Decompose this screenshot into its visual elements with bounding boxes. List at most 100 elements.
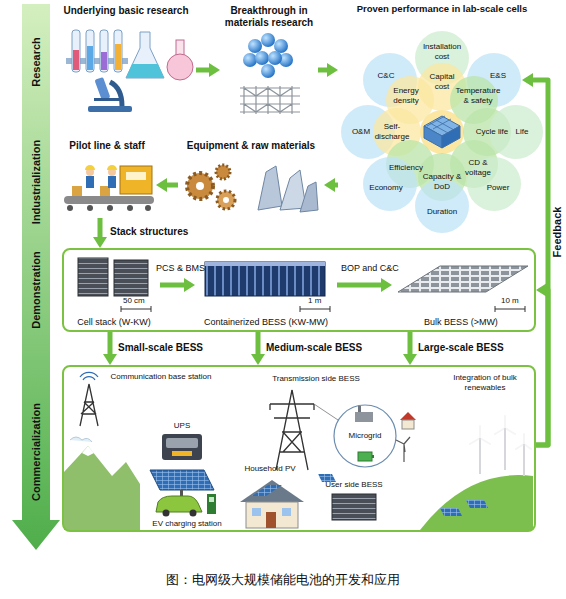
cell-stack-part: [121, 306, 151, 312]
node-label: Household PV: [244, 464, 295, 474]
microgrid-icons-part: [372, 455, 374, 458]
ev-charging-part: [156, 496, 202, 512]
microgrid-icons-part: [400, 412, 416, 420]
material-molecules-part: [248, 39, 262, 53]
flow-arrow: [98, 218, 103, 237]
node-label: Breakthrough in materials research: [220, 5, 318, 29]
microgrid-circle: Microgrid: [333, 404, 397, 468]
equipment-materials-part: [300, 182, 318, 212]
pilot-line-part: [127, 205, 133, 211]
flow-arrow: [196, 68, 209, 73]
node-label: Cell stack (W-KW): [77, 317, 150, 328]
circle-label: Temperature & safety: [453, 86, 503, 106]
renewables-hill-part: [440, 508, 462, 516]
transmission-tower-part: [314, 404, 338, 420]
equipment-materials-part: [196, 182, 204, 190]
stage-label: Research: [30, 37, 43, 87]
ups-case: [162, 434, 202, 460]
lab-equipment-part: [110, 82, 122, 106]
microgrid-icons-part: [402, 420, 414, 429]
industrial-stage: Equipment & raw materials: [178, 140, 324, 218]
node-label: Integration of bulk renewables: [438, 373, 532, 393]
renewables-hill-part: [466, 500, 488, 508]
pilot-line-part: [86, 176, 94, 188]
node-label: UPS: [174, 421, 190, 431]
lab-equipment-part: [101, 52, 107, 70]
arrow-label: Small-scale BESS: [118, 342, 203, 354]
pilot-line-part: [108, 176, 116, 188]
flow-arrow: [337, 283, 381, 288]
material-molecules-part: [243, 53, 257, 67]
lab-equipment-part: [73, 50, 79, 70]
pilot-line-part: [107, 205, 113, 211]
node-label: Proven performance in lab-scale cells: [357, 3, 528, 15]
battery-cell-array-part: [442, 126, 460, 148]
cell-stack-part: [114, 260, 148, 296]
application-item: UPS: [162, 420, 202, 432]
node-label: Equipment & raw materials: [187, 140, 315, 152]
household-pv-part: [282, 508, 291, 516]
ev-charging-part: [163, 510, 170, 517]
circle-label: Economy: [369, 183, 402, 193]
stage-label: Demonstration: [30, 251, 43, 329]
arrow-label: Stack structures: [110, 226, 188, 238]
equipment-materials: [187, 165, 318, 212]
application-item: EV charging station: [144, 517, 230, 530]
lab-equipment-part: [100, 30, 108, 72]
arrow-label: Medium-scale BESS: [266, 342, 362, 354]
flow-arrow: [160, 283, 184, 288]
lab-equipment-part: [72, 30, 80, 72]
figure-caption: 图：电网级大规模储能电池的开发和应用: [0, 572, 566, 588]
circle-label: CD & voltage: [460, 158, 496, 178]
node-label: EV charging station: [152, 519, 221, 529]
pilot-line-part: [67, 205, 73, 211]
node-label: User side BESS: [325, 480, 382, 490]
circle-shape: [489, 105, 543, 159]
household-pv-part: [252, 485, 282, 496]
material-molecules-part: [261, 33, 275, 47]
application-item: Household PV: [236, 462, 304, 475]
renewables-hill: [420, 416, 533, 530]
equipment-materials-part: [216, 165, 230, 179]
container-bess-part: [205, 262, 325, 266]
research-stage: Underlying basic research: [56, 5, 196, 115]
communication-tower-part: [80, 372, 98, 380]
material-molecules-part: [255, 51, 269, 65]
mountains-part: [82, 446, 94, 456]
bulk-bess-part: [398, 266, 528, 292]
material-molecules-part: [240, 86, 300, 114]
circle-shape: [415, 179, 469, 233]
container-bess-part: [300, 306, 330, 312]
circle-label: Duration: [427, 207, 457, 217]
transmission-tower-part: [270, 390, 314, 470]
mountains-part: [64, 446, 140, 530]
scale-label: 1 m: [308, 296, 321, 306]
equipment-materials-part: [223, 197, 229, 203]
node-label: Pilot line & staff: [69, 140, 145, 152]
circle-label: C&C: [378, 71, 395, 81]
arrow-label: Feedback: [551, 207, 564, 258]
renewables-hill-part: [420, 475, 533, 530]
communication-tower: [80, 372, 98, 426]
scale-label: 10 m: [501, 296, 519, 306]
ups-case-part: [172, 451, 192, 456]
application-item: User side BESS: [320, 478, 388, 491]
equipment-materials-part: [258, 166, 282, 210]
ev-charging: [150, 470, 216, 517]
pilot-line-part: [145, 205, 151, 211]
battery-cell-array-part: [427, 116, 454, 133]
stage-arrow-part: [12, 4, 60, 550]
pilot-line-part: [107, 165, 117, 170]
lab-equipment-part: [87, 46, 93, 70]
ups-case-part: [166, 438, 198, 448]
container-bess-part: [205, 262, 325, 296]
circle-label: Capacity & DoD: [422, 172, 462, 192]
arrow-label: Large-scale BESS: [418, 342, 504, 354]
flow-arrow: [408, 332, 413, 354]
container-bess: [205, 262, 330, 312]
bess-scale-item: Cell stack (W-KW): [68, 254, 160, 328]
bulk-bess: [398, 266, 528, 312]
pilot-line-part: [72, 186, 82, 196]
material-molecules: [240, 33, 300, 114]
